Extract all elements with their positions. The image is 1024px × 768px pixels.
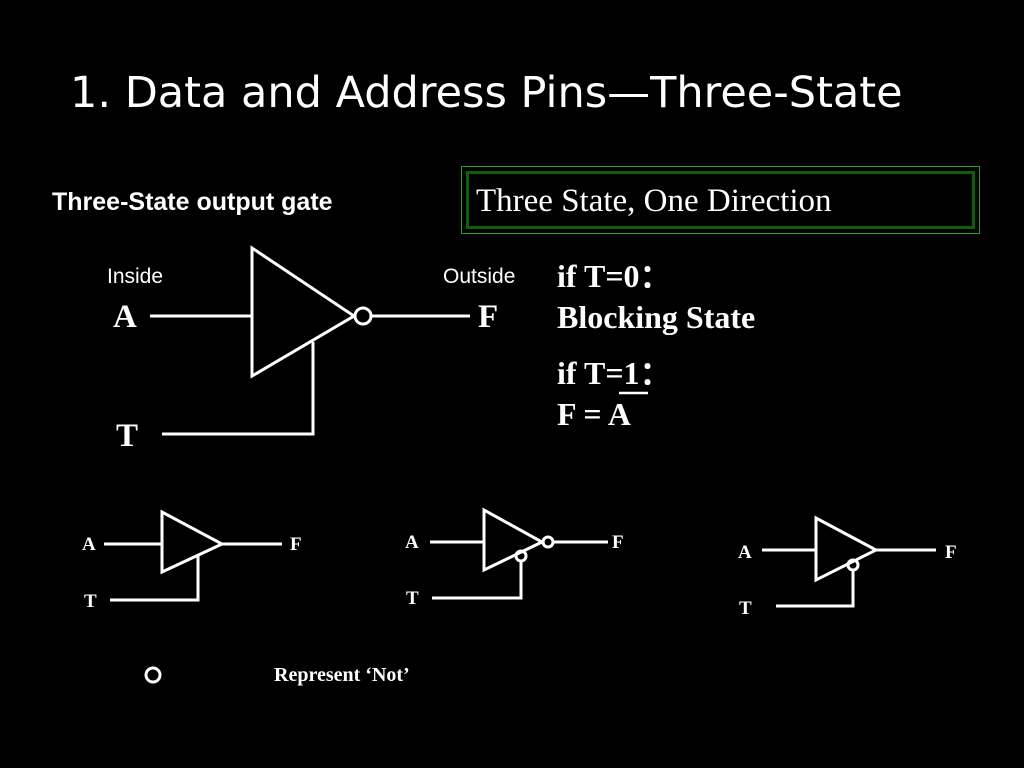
slide-title: 1. Data and Address Pins—Three-State bbox=[70, 68, 903, 118]
statement-text: Three State, One Direction bbox=[476, 183, 832, 219]
main-not-bubble-icon bbox=[353, 306, 373, 326]
variant1-input-label: A bbox=[82, 534, 96, 555]
main-output-label: F bbox=[478, 299, 499, 335]
variant2-control-not-bubble-icon bbox=[514, 549, 528, 563]
condition-t0: if T=0： bbox=[557, 258, 672, 294]
subheading: Three-State output gate bbox=[52, 188, 333, 216]
statement-box bbox=[461, 166, 980, 234]
variant3-control-wire bbox=[776, 570, 855, 608]
condition-output-var: A bbox=[607, 396, 631, 432]
variant1-triangle bbox=[160, 509, 226, 575]
inside-label: Inside bbox=[107, 265, 164, 288]
variant2-control-label: T bbox=[406, 588, 419, 609]
condition-output-prefix: F = bbox=[557, 396, 608, 432]
condition-output: F = A bbox=[557, 396, 631, 433]
condition-t1: if T=1： bbox=[557, 355, 672, 391]
variant1-output-label: F bbox=[290, 534, 302, 555]
legend-text: Represent ‘Not’ bbox=[274, 664, 410, 686]
outside-label: Outside bbox=[443, 265, 516, 288]
variant3-triangle bbox=[814, 515, 880, 583]
variant3-output-label: F bbox=[945, 542, 957, 563]
variant2-input-label: A bbox=[405, 532, 419, 553]
main-control-label: T bbox=[116, 418, 139, 454]
condition-blocking: Blocking State bbox=[557, 299, 756, 335]
variant2-output-not-bubble-icon bbox=[541, 535, 555, 549]
main-tristate-inverter-gate bbox=[150, 245, 470, 436]
variant-buffer-gate bbox=[104, 509, 282, 602]
variant-inverter-gate bbox=[430, 507, 608, 600]
main-input-label: A bbox=[113, 299, 137, 335]
variant2-control-wire bbox=[432, 561, 523, 600]
variant3-input-label: A bbox=[738, 542, 752, 563]
variant-inverted-control-gate bbox=[762, 515, 936, 608]
variant2-triangle bbox=[482, 507, 546, 573]
variant3-control-label: T bbox=[739, 598, 752, 619]
legend-not-bubble-icon bbox=[144, 666, 162, 684]
variant3-control-not-bubble-icon bbox=[846, 558, 860, 572]
variant1-control-wire bbox=[110, 556, 200, 602]
variant1-control-label: T bbox=[84, 591, 97, 612]
main-buffer-triangle bbox=[250, 245, 357, 379]
variant2-output-label: F bbox=[612, 532, 624, 553]
main-control-wire bbox=[162, 342, 315, 436]
